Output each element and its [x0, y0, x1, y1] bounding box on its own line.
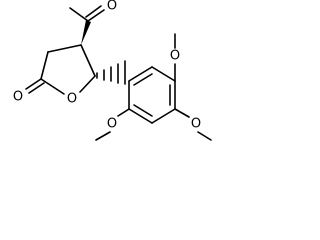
bond-c2-c3 — [40, 51, 49, 80]
structure-drawing: O O O O O O — [13, 0, 212, 141]
bond-c3-c4 — [47, 44, 82, 53]
bond-acetyl-methyl — [69, 7, 89, 22]
bond-acetyl-co-a — [87, 9, 105, 22]
ring-oxygen-label: O — [67, 92, 77, 107]
bond-acetyl-co-b — [85, 5, 102, 18]
bond-o-me-4 — [197, 131, 212, 141]
methoxy-4 — [174, 108, 212, 141]
bond-o-me-2 — [95, 131, 111, 141]
molecule-diagram: O O O O O O — [0, 0, 214, 148]
stereo-wedge-bond — [81, 20, 91, 45]
bond-c4-c5 — [80, 44, 96, 77]
lactone-ring — [40, 44, 96, 95]
bond-ar1-ar2 — [128, 66, 153, 82]
lactone-carbonyl — [25, 78, 45, 94]
bond-ar6-o — [117, 108, 130, 117]
bond-o1-c2 — [40, 78, 65, 95]
carbonyl-oxygen-label: O — [13, 90, 23, 105]
bond-c2-o-double-b — [28, 82, 45, 94]
methoxy-4-oxygen-label: O — [191, 117, 201, 132]
aromatic-inner-3 — [133, 104, 153, 117]
bond-ar4-o — [174, 108, 190, 118]
bond-ar4-ar5 — [151, 108, 176, 124]
bond-c5-o1 — [79, 75, 96, 93]
methoxy-2-oxygen-label: O — [107, 117, 117, 132]
aromatic-inner-1 — [133, 73, 153, 86]
methoxy-5-oxygen-label: O — [170, 49, 180, 64]
bond-ar2-ar3 — [151, 66, 176, 82]
bond-c2-o-double-a — [25, 78, 42, 90]
stereo-hash-bond — [96, 60, 126, 85]
bond-ar5-ar6 — [128, 108, 153, 124]
methoxy-2 — [95, 108, 130, 141]
acetyl-group — [69, 5, 105, 45]
acetyl-oxygen-label: O — [107, 0, 117, 14]
benzene-ring — [128, 66, 176, 124]
